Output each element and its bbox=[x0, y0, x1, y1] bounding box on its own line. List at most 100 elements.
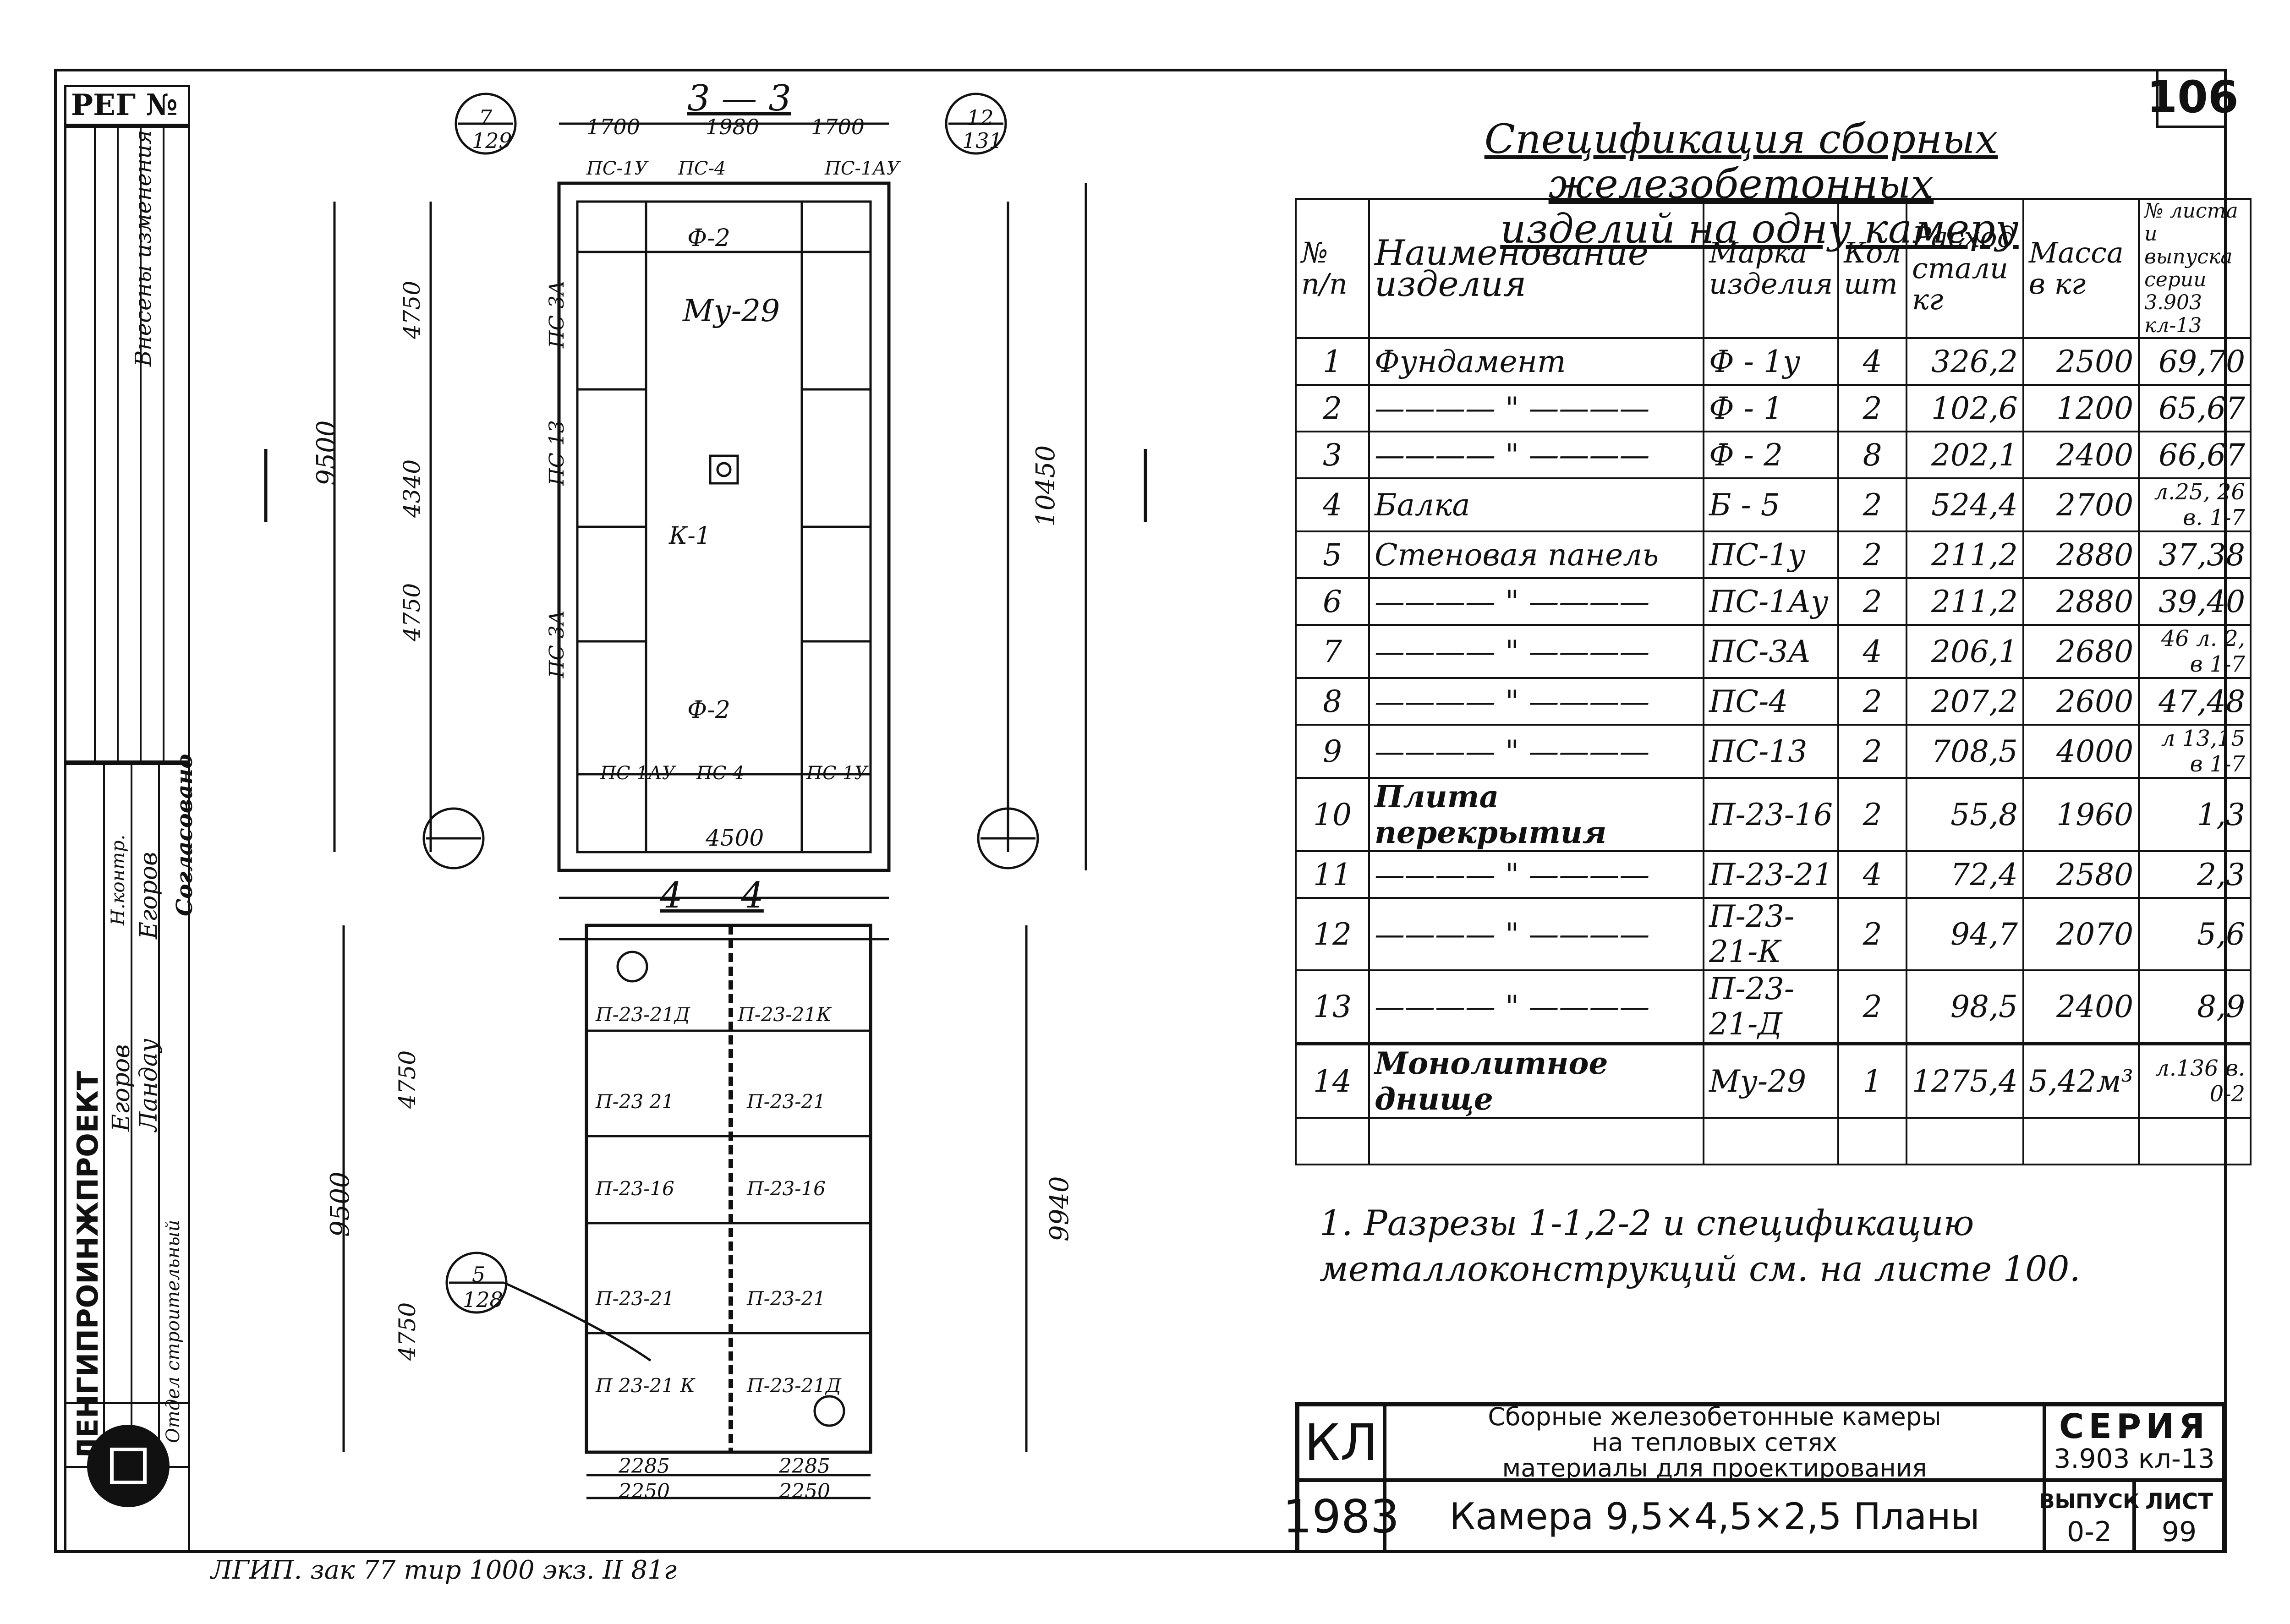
note-text: 1. Разрезы 1-1,2-2 и спецификацию металл… bbox=[1320, 1203, 2081, 1289]
callout-1-top: 7 bbox=[479, 105, 493, 130]
spec-cell: ———— " ———— bbox=[1368, 431, 1704, 479]
spec-cell: 102,6 bbox=[1905, 384, 2024, 432]
approval-stamp: Согласовано ЛЕНГИПРОИНЖПРОЕКТ Егоров Его… bbox=[64, 754, 197, 1468]
spec-cell: 8,9 bbox=[2138, 969, 2252, 1044]
spec-cell: ПС-1Ау bbox=[1702, 577, 1840, 626]
spec-cell: 46 л. 2, в 1-7 bbox=[2138, 624, 2252, 679]
spec-cell: 708,5 bbox=[1905, 724, 2024, 779]
spec-cell bbox=[1702, 1117, 1840, 1165]
spec-cell: 2 bbox=[1837, 384, 1907, 432]
spec-cell: 2500 bbox=[2022, 337, 2140, 386]
spec-cell: 207,2 bbox=[1905, 677, 2024, 726]
spec-cell: ———— " ———— bbox=[1368, 724, 1704, 779]
spec-cell: 2 bbox=[1837, 969, 1907, 1044]
bottom-dim-44-2: 2285 bbox=[779, 1454, 830, 1478]
callout-1-bottom: 129 bbox=[472, 128, 512, 153]
spec-cell: П-23-21-Д bbox=[1702, 969, 1840, 1044]
spec-cell: 1960 bbox=[2022, 777, 2140, 852]
spec-cell: 5,42м³ bbox=[2022, 1042, 2140, 1119]
monolith-slab bbox=[645, 251, 803, 775]
spec-table: № п/п Наименование изделия Марка изделия… bbox=[1295, 198, 2252, 1165]
spec-cell: 2 bbox=[1837, 677, 1907, 726]
spec-cell: 2 bbox=[1837, 777, 1907, 852]
spec-cell: 2580 bbox=[2022, 850, 2140, 899]
spec-cell: 9 bbox=[1295, 724, 1370, 779]
reg-label: РЕГ № bbox=[71, 88, 178, 122]
header-mark: Марка изделия bbox=[1702, 198, 1840, 339]
spec-cell: Ф - 1у bbox=[1702, 337, 1840, 386]
spec-cell: 55,8 bbox=[1905, 777, 2024, 852]
slab-left-4: П-23-21 bbox=[596, 1287, 674, 1310]
header-mass: Масса в кг bbox=[2022, 198, 2140, 339]
spec-cell: 10 bbox=[1295, 777, 1370, 852]
chamber-outline-33 bbox=[557, 181, 891, 872]
spec-cell: 12 bbox=[1295, 897, 1370, 971]
spec-cell: 65,67 bbox=[2138, 384, 2252, 432]
spec-cell: Фундамент bbox=[1368, 337, 1704, 386]
spec-cell: 37,38 bbox=[2138, 530, 2252, 579]
spec-cell bbox=[1295, 1117, 1370, 1165]
spec-cell: П-23-16 bbox=[1702, 777, 1840, 852]
spec-row bbox=[1295, 1117, 2252, 1165]
found-label-2: Ф-2 bbox=[687, 696, 730, 724]
spec-cell bbox=[1368, 1117, 1704, 1165]
spec-cell: ПС-13 bbox=[1702, 724, 1840, 779]
footer-stamp: ЛГИП. зак 77 тир 1000 экз. II 81г bbox=[211, 1555, 677, 1585]
callout-44-top: 5 bbox=[472, 1262, 486, 1287]
slab-right-3: П-23-16 bbox=[747, 1177, 826, 1200]
spec-cell: 1 bbox=[1837, 1042, 1907, 1119]
spec-cell bbox=[2022, 1117, 2140, 1165]
spec-cell: 2400 bbox=[2022, 431, 2140, 479]
slab-right-4: П-23-21 bbox=[747, 1287, 826, 1310]
callout-2-top: 12 bbox=[967, 105, 994, 130]
spec-cell: л.25, 26 в. 1-7 bbox=[2138, 477, 2252, 532]
spec-cell: Стеновая панель bbox=[1368, 530, 1704, 579]
spec-cell bbox=[2138, 1117, 2252, 1165]
side-dim-3: 4750 bbox=[399, 583, 425, 641]
slab-right-5: П-23-21Д bbox=[747, 1374, 842, 1397]
section-33-label: 3 — 3 bbox=[687, 78, 791, 119]
series-cell: СЕРИЯ 3.903 кл-13 bbox=[2044, 1405, 2224, 1480]
side-dim-1: 4750 bbox=[399, 280, 425, 339]
description: Сборные железобетонные камеры на тепловы… bbox=[1385, 1402, 2044, 1481]
overall-left-33: 9500 bbox=[312, 420, 341, 486]
series-value: 3.903 кл-13 bbox=[2054, 1443, 2215, 1474]
sheet-value: 99 bbox=[2161, 1515, 2197, 1548]
bottom-dim2-44-1: 2250 bbox=[619, 1480, 670, 1503]
spec-cell: 13 bbox=[1295, 969, 1370, 1044]
logo-stamp bbox=[64, 1402, 190, 1553]
spec-cell: Монолитное днище bbox=[1368, 1042, 1704, 1119]
spec-cell: 98,5 bbox=[1905, 969, 2024, 1044]
side-dim-2: 4340 bbox=[399, 459, 425, 518]
left-dim-44-2: 4750 bbox=[394, 1302, 421, 1361]
slab-left-1: П-23-21Д bbox=[596, 1003, 690, 1026]
spec-cell: 206,1 bbox=[1905, 624, 2024, 679]
spec-cell: 4 bbox=[1837, 850, 1907, 899]
spec-cell: 2400 bbox=[2022, 969, 2140, 1044]
issue-value: 0-2 bbox=[2067, 1515, 2112, 1548]
spec-cell: 2600 bbox=[2022, 677, 2140, 726]
sheet-number: 106 bbox=[2147, 69, 2239, 128]
callout-44-bottom: 128 bbox=[463, 1287, 503, 1312]
bottom-dim-44-1: 2285 bbox=[619, 1454, 670, 1478]
bottom-panel-2: ПС-4 bbox=[696, 763, 745, 784]
spec-cell: ———— " ———— bbox=[1368, 384, 1704, 432]
panel-top-3: ПС-1АУ bbox=[825, 158, 900, 179]
panel-top-2: ПС-4 bbox=[678, 158, 726, 179]
spec-cell: 2070 bbox=[2022, 897, 2140, 971]
spec-cell: 2680 bbox=[2022, 624, 2140, 679]
spec-cell: 72,4 bbox=[1905, 850, 2024, 899]
spec-cell: 211,2 bbox=[1905, 530, 2024, 579]
dim-top-3: 1700 bbox=[811, 115, 865, 139]
section-44-label: 4 — 4 bbox=[660, 875, 764, 916]
desc-line1: Сборные железобетонные камеры bbox=[1488, 1402, 1941, 1431]
found-label-1: Ф-2 bbox=[687, 224, 730, 252]
title-block: КЛ 1983 Сборные железобетонные камеры на… bbox=[1283, 1402, 2227, 1553]
dim-top-1: 1700 bbox=[586, 115, 641, 139]
side-panel-2: ПС-13 bbox=[545, 420, 569, 486]
issue-cell: ВЫПУСК 0-2 bbox=[2039, 1480, 2139, 1553]
spec-cell: ПС-3А bbox=[1702, 624, 1840, 679]
